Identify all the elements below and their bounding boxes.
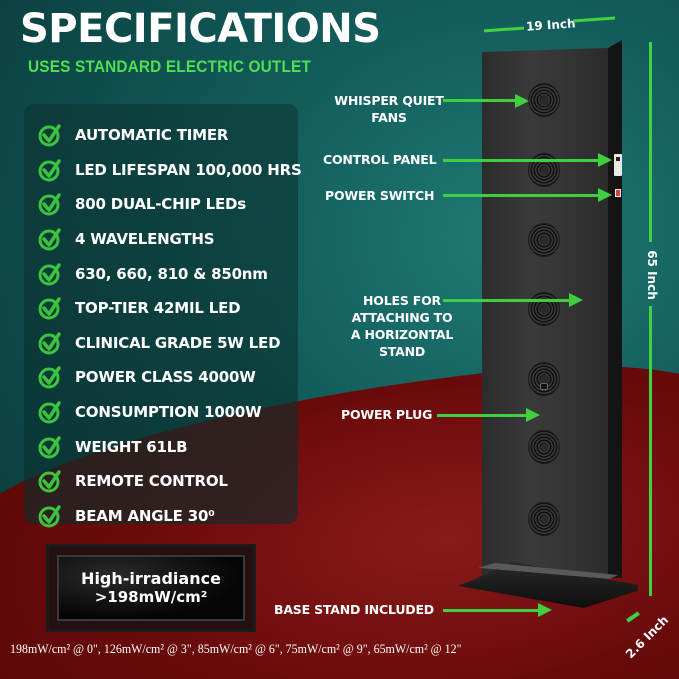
check-circle-icon (38, 124, 61, 147)
callout-holes-line3: A HORIZONTAL (350, 327, 454, 342)
callout-holes-line4: STAND (378, 344, 426, 359)
spec-item: TOP-TIER 42MIL LED (38, 291, 302, 326)
check-circle-icon (38, 505, 61, 528)
arrow-head-icon (569, 293, 583, 307)
check-circle-icon (38, 262, 61, 286)
check-circle-icon (38, 435, 61, 459)
page-subtitle: USES STANDARD ELECTRIC OUTLET (28, 58, 312, 76)
callout-power-switch: POWER SWITCH (325, 188, 435, 203)
spec-label: 630, 660, 810 & 850nm (75, 264, 268, 283)
device-side (608, 40, 622, 578)
callout-holes-line2: ATTACHING TO (351, 310, 453, 325)
dim-width-line-right (572, 16, 616, 23)
irradiance-badge: High-irradiance >198mW/cm² (46, 544, 256, 632)
spec-item: CONSUMPTION 1000W (38, 395, 302, 430)
arrow-head-icon (598, 188, 612, 202)
spec-item: AUTOMATIC TIMER (38, 118, 302, 153)
spec-item: 630, 660, 810 & 850nm (38, 256, 302, 291)
fan-icon (528, 153, 560, 187)
dim-height-label: 65 Inch (645, 250, 659, 300)
arrow-fans (443, 99, 517, 102)
led-panel-device (482, 40, 624, 600)
dim-height-line-top (649, 42, 652, 242)
callout-fans: WHISPER QUIET FANS (330, 92, 448, 126)
fan-icon (528, 223, 560, 257)
check-circle-icon (38, 297, 61, 320)
callout-control-panel: CONTROL PANEL (323, 152, 437, 167)
spec-label: AUTOMATIC TIMER (75, 126, 229, 145)
spec-item: BEAM ANGLE 30⁰ (38, 499, 302, 534)
arrow-base-stand (443, 609, 541, 612)
fan-icon (528, 502, 560, 536)
arrow-head-icon (515, 94, 529, 108)
spec-item: POWER CLASS 4000W (38, 360, 302, 395)
fan-icon (528, 292, 560, 326)
check-circle-icon (38, 193, 61, 216)
spec-label: LED LIFESPAN 100,000 HRS (75, 160, 302, 179)
arrow-holes (443, 299, 571, 302)
fan-icon (528, 362, 560, 396)
control-panel-display (614, 154, 622, 176)
dim-width-line-left (483, 26, 525, 33)
spec-panel (24, 104, 298, 524)
irradiance-value: >198mW/cm² (94, 588, 208, 606)
spec-item: LED LIFESPAN 100,000 HRS (38, 153, 302, 188)
arrow-head-icon (598, 153, 612, 167)
arrow-control-panel (443, 159, 601, 162)
power-switch-icon (615, 189, 621, 197)
callout-fans-line2: FANS (371, 110, 407, 125)
dim-height-line-bottom (649, 306, 652, 596)
callout-base-stand: BASE STAND INCLUDED (274, 602, 434, 617)
spec-item: CLINICAL GRADE 5W LED (38, 326, 302, 361)
spec-label: TOP-TIER 42MIL LED (75, 299, 241, 318)
spec-item: WEIGHT 61LB (38, 429, 302, 464)
dim-width-label: 19 Inch (525, 16, 576, 34)
check-circle-icon (38, 159, 61, 182)
arrow-power-switch (443, 194, 601, 197)
spec-label: CONSUMPTION 1000W (75, 403, 262, 422)
callout-holes: HOLES FOR ATTACHING TO A HORIZONTAL STAN… (343, 292, 461, 360)
callout-fans-line1: WHISPER QUIET (334, 93, 444, 108)
spec-label: REMOTE CONTROL (75, 472, 228, 491)
spec-label: 4 WAVELENGTHS (75, 230, 215, 249)
arrow-head-icon (538, 603, 552, 617)
irradiance-badge-inner: High-irradiance >198mW/cm² (57, 555, 245, 621)
spec-item: 800 DUAL-CHIP LEDs (38, 187, 302, 222)
fan-icon (528, 430, 560, 464)
callout-power-plug: POWER PLUG (341, 407, 433, 422)
check-circle-icon (38, 228, 61, 251)
callout-holes-line1: HOLES FOR (363, 293, 441, 308)
spec-label: 800 DUAL-CHIP LEDs (75, 195, 247, 214)
spec-list: AUTOMATIC TIMER LED LIFESPAN 100,000 HRS… (38, 118, 302, 533)
spec-label: WEIGHT 61LB (75, 437, 188, 456)
spec-label: BEAM ANGLE 30⁰ (75, 506, 215, 525)
irradiance-heading: High-irradiance (81, 569, 221, 588)
spec-item: REMOTE CONTROL (38, 464, 302, 499)
page-title: SPECIFICATIONS (20, 6, 381, 52)
arrow-head-icon (526, 408, 540, 422)
check-circle-icon (38, 332, 61, 355)
arrow-power-plug (437, 414, 529, 417)
check-circle-icon (38, 366, 61, 389)
power-plug-socket (540, 383, 548, 390)
spec-label: POWER CLASS 4000W (75, 368, 256, 387)
fan-icon (528, 83, 560, 117)
check-circle-icon (38, 470, 61, 493)
irradiance-distance-values: 198mW/cm² @ 0", 126mW/cm² @ 3", 85mW/cm²… (10, 641, 462, 656)
spec-label: CLINICAL GRADE 5W LED (75, 333, 281, 352)
spec-item: 4 WAVELENGTHS (38, 222, 302, 257)
check-circle-icon (38, 401, 61, 424)
